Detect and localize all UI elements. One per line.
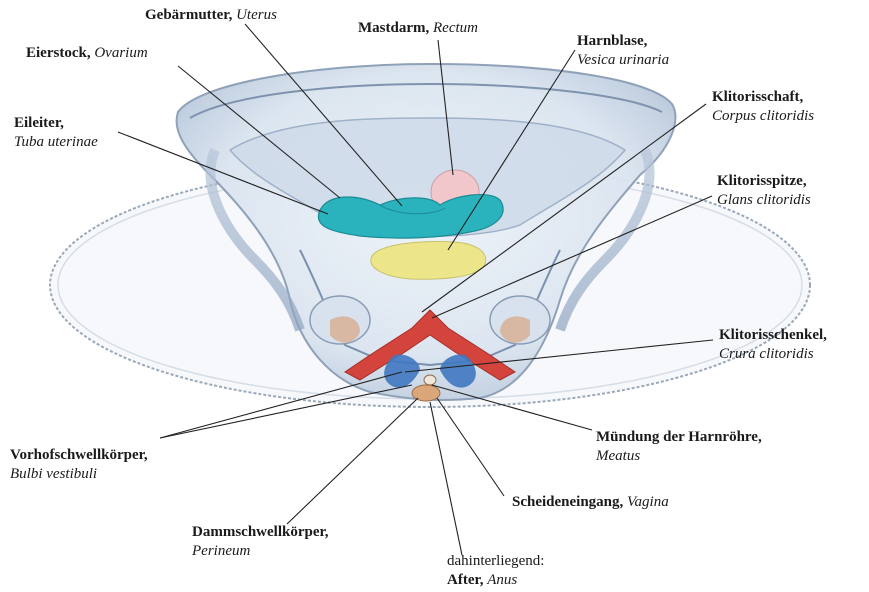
label-perineum: Dammschwellkörper,Perineum xyxy=(192,523,329,561)
label-corpus-clitoridis: Klitorisschaft,Corpus clitoridis xyxy=(712,88,814,126)
perineum-shape xyxy=(412,385,440,401)
label-bulbi-vestibuli: Vorhofschwellkörper,Bulbi vestibuli xyxy=(10,446,148,484)
label-tuba: Eileiter,Tuba uterinae xyxy=(14,114,98,152)
label-crura-clitoridis: Klitorisschenkel,Crura clitoridis xyxy=(719,326,827,364)
label-ovarium: Eierstock, Ovarium xyxy=(26,44,148,63)
label-bladder: Harnblase,Vesica urinaria xyxy=(577,32,669,70)
uterus-shape xyxy=(318,195,503,239)
label-vagina: Scheideneingang, Vagina xyxy=(512,493,669,512)
meatus-shape xyxy=(424,375,436,385)
bladder-shape xyxy=(371,242,486,280)
label-rectum: Mastdarm, Rectum xyxy=(358,19,478,38)
label-uterus: Gebärmutter, Uterus xyxy=(145,6,277,25)
label-anus: dahinterliegend:After, Anus xyxy=(447,552,544,590)
label-glans-clitoridis: Klitorisspitze,Glans clitoridis xyxy=(717,172,811,210)
label-meatus: Mündung der Harnröhre,Meatus xyxy=(596,428,762,466)
